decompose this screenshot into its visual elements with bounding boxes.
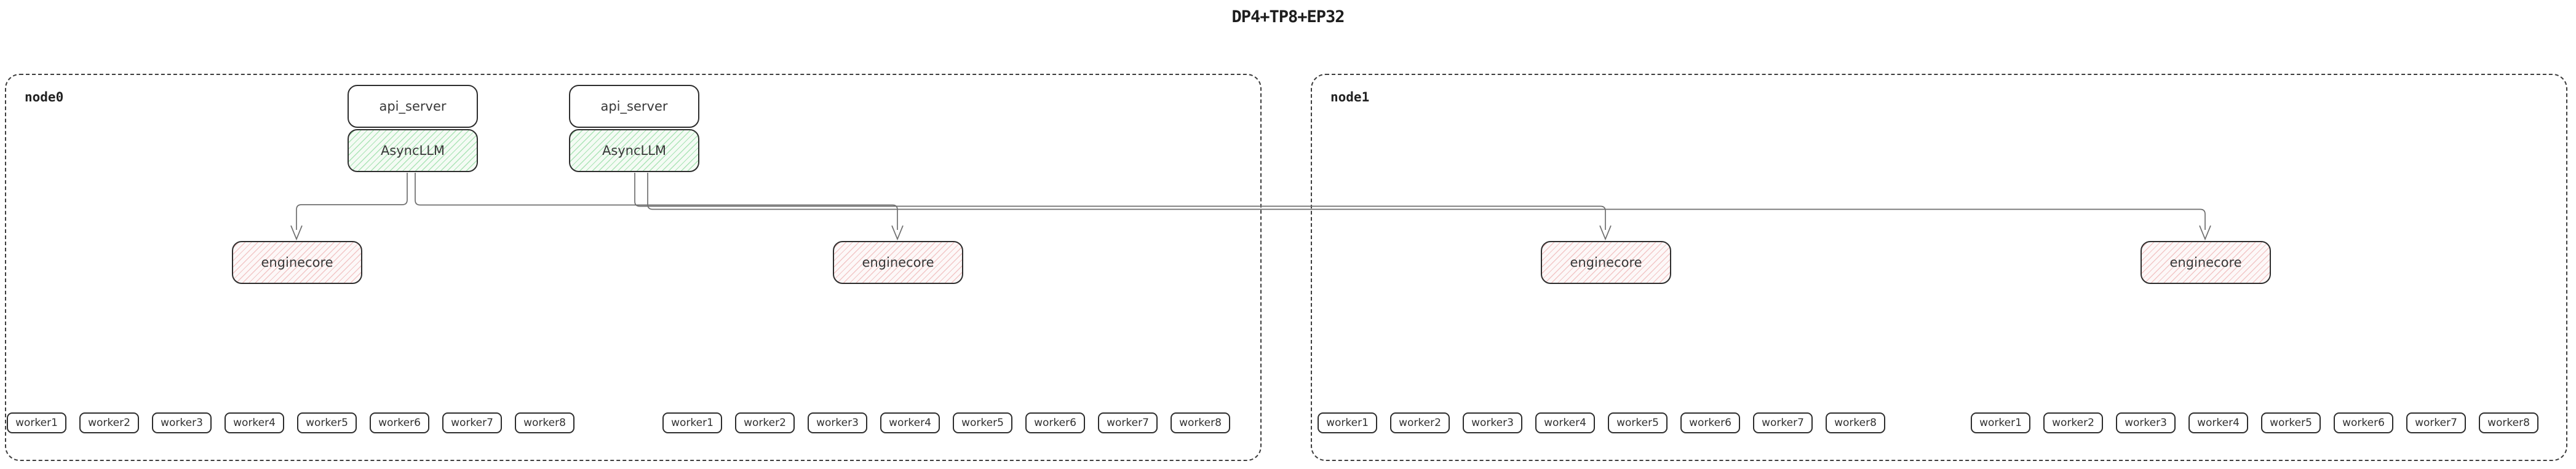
worker-box: worker3 xyxy=(152,412,212,433)
api-server-box-1: api_server xyxy=(348,85,478,128)
worker-box: worker4 xyxy=(1535,412,1595,433)
node1-container: node1 xyxy=(1311,74,2567,461)
enginecore-box-node0-1: enginecore xyxy=(232,241,362,284)
worker-box: worker8 xyxy=(2479,412,2538,433)
worker-box: worker5 xyxy=(953,412,1012,433)
worker-box: worker5 xyxy=(297,412,357,433)
worker-box: worker1 xyxy=(7,412,66,433)
worker-box: worker6 xyxy=(1025,412,1085,433)
diagram-title: DP4+TP8+EP32 xyxy=(1231,7,1345,26)
worker-box: worker7 xyxy=(2406,412,2466,433)
asyncllm-box-2: AsyncLLM xyxy=(569,129,699,172)
worker-box: worker7 xyxy=(442,412,502,433)
worker-box: worker1 xyxy=(1318,412,1377,433)
enginecore-box-node1-1: enginecore xyxy=(1541,241,1671,284)
worker-box: worker2 xyxy=(735,412,795,433)
worker-box: worker3 xyxy=(808,412,867,433)
worker-box: worker3 xyxy=(2116,412,2176,433)
api-server-box-2: api_server xyxy=(569,85,699,128)
worker-box: worker4 xyxy=(880,412,940,433)
worker-box: worker7 xyxy=(1753,412,1813,433)
worker-box: worker6 xyxy=(2334,412,2393,433)
worker-box: worker8 xyxy=(1826,412,1885,433)
worker-box: worker2 xyxy=(2043,412,2103,433)
worker-box: worker4 xyxy=(225,412,284,433)
worker-box: worker7 xyxy=(1098,412,1158,433)
worker-box: worker5 xyxy=(1608,412,1668,433)
worker-box: worker3 xyxy=(1463,412,1522,433)
worker-box: worker8 xyxy=(1171,412,1230,433)
worker-box: worker5 xyxy=(2261,412,2321,433)
worker-box: worker8 xyxy=(515,412,574,433)
worker-box: worker1 xyxy=(1971,412,2030,433)
worker-box: worker2 xyxy=(79,412,139,433)
asyncllm-box-1: AsyncLLM xyxy=(348,129,478,172)
node1-label: node1 xyxy=(1330,90,1370,104)
enginecore-box-node1-2: enginecore xyxy=(2141,241,2271,284)
worker-box: worker2 xyxy=(1390,412,1450,433)
worker-box: worker6 xyxy=(1680,412,1740,433)
worker-box: worker1 xyxy=(662,412,722,433)
node0-label: node0 xyxy=(25,90,64,104)
worker-box: worker4 xyxy=(2188,412,2248,433)
node0-container: node0 xyxy=(5,74,1262,461)
enginecore-box-node0-2: enginecore xyxy=(833,241,963,284)
worker-box: worker6 xyxy=(370,412,429,433)
